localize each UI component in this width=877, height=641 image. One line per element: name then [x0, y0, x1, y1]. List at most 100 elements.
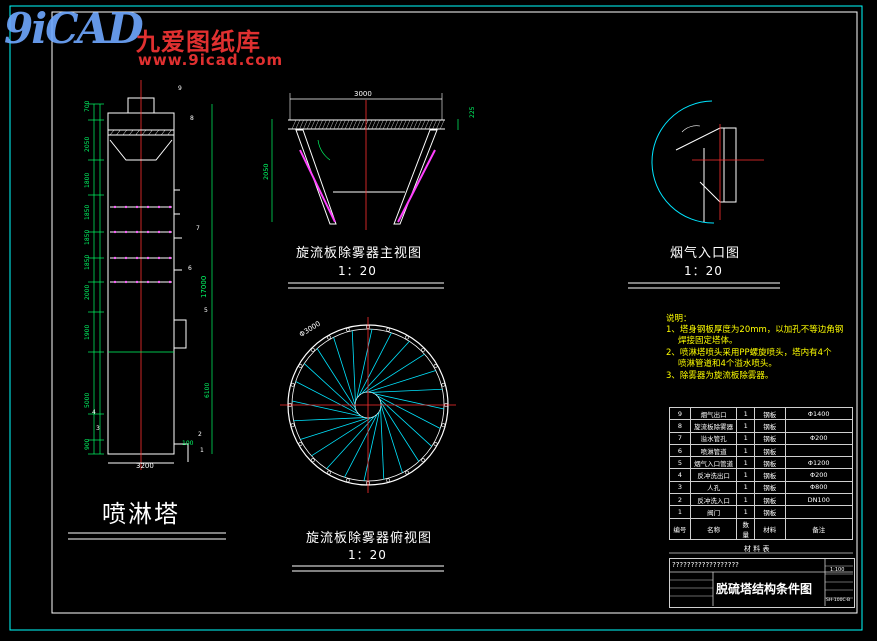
bom-cell-name: 烟气入口管道 — [689, 456, 738, 470]
hatch — [379, 119, 384, 130]
bom-cell-name: 溢水管孔 — [689, 431, 738, 445]
bom-cell-note: DN100 — [784, 493, 853, 507]
flue-arc — [651, 100, 715, 224]
hatch — [122, 129, 127, 136]
bom-cell-name: 阀门 — [689, 505, 738, 519]
swirl-vane — [326, 415, 375, 469]
swirl-vane — [344, 414, 378, 478]
bom-cell-note — [784, 505, 853, 519]
hatch — [352, 119, 357, 130]
hatch — [167, 129, 172, 136]
swirl-vane — [293, 417, 365, 422]
tower-right-dim: 100 — [182, 440, 194, 447]
flue-inlet-scale: 1：20 — [684, 264, 723, 278]
spray-nozzle — [146, 256, 150, 260]
tower-height-dim: 17000 — [200, 275, 208, 298]
swirl-vane — [295, 381, 359, 415]
hatch — [375, 119, 380, 130]
title-block — [669, 558, 855, 608]
swirl-vane — [374, 393, 444, 410]
flue-inlet-duct — [173, 319, 187, 349]
hatch — [356, 119, 361, 130]
vane-section — [299, 149, 336, 223]
spray-nozzle — [124, 256, 128, 260]
hatch — [360, 119, 365, 130]
bolt-hole — [386, 478, 391, 483]
flue-angle-arc — [681, 125, 701, 133]
hatch — [161, 129, 166, 136]
hatch — [337, 119, 342, 130]
spray-nozzle — [146, 280, 150, 284]
hatch — [326, 119, 331, 130]
hatch — [371, 119, 376, 130]
tower-chain-dim: 900 — [84, 438, 91, 450]
spray-nozzle — [113, 230, 117, 234]
demister-top-scale: 1：20 — [348, 548, 387, 562]
hatch — [318, 119, 323, 130]
spray-nozzle — [113, 280, 117, 284]
demister-side-left — [295, 129, 337, 225]
spray-nozzle — [168, 256, 172, 260]
bolt-hole — [433, 364, 438, 368]
spray-nozzle — [124, 205, 128, 209]
hatch — [129, 129, 134, 136]
demister-side-right — [393, 129, 438, 225]
bom-cell-mat: 钢板 — [754, 456, 786, 470]
spray-nozzle — [124, 280, 128, 284]
spray-nozzle — [157, 230, 161, 234]
bom-cell-note — [784, 443, 853, 458]
bom-cell-no: 6 — [669, 443, 691, 458]
tower-chain-dim: 1900 — [84, 324, 91, 340]
bom-cell-qty: 1 — [736, 493, 756, 507]
hatch — [432, 119, 437, 130]
bom-cell-mat: 钢板 — [754, 493, 786, 507]
bom-cell-note: Φ200 — [784, 468, 853, 482]
bom-cell-no: 4 — [669, 468, 691, 482]
flue-inlet-title: 烟气入口图 — [670, 246, 741, 261]
hatch — [299, 119, 304, 130]
tower-title: 喷淋塔 — [102, 500, 180, 528]
demister-height-dim: 2050 — [262, 163, 270, 180]
spray-nozzle — [146, 205, 150, 209]
spray-nozzle — [168, 205, 172, 209]
swirl-vane — [367, 370, 436, 393]
note-line-1: 1、塔身钢板厚度为20mm，以加孔不等边角钢 — [666, 325, 844, 335]
tower-chain-dim: 1850 — [84, 229, 91, 245]
tower-chain-dim: 2050 — [84, 136, 91, 152]
swirl-vane — [316, 348, 356, 409]
title-block-scale: 1:100 — [830, 567, 845, 573]
hatch — [345, 119, 350, 130]
part-label: 8 — [190, 115, 194, 122]
bolt-hole — [345, 478, 350, 483]
hatch — [295, 119, 300, 130]
tower-chain-dim: 5000 — [84, 392, 91, 408]
bom-cell-mat: 钢板 — [754, 505, 786, 519]
hatch — [436, 119, 441, 130]
hatch — [314, 119, 319, 130]
hatch — [440, 119, 445, 130]
bolt-hole — [405, 335, 409, 340]
spray-nozzle — [135, 280, 139, 284]
bom-cell-mat: 钢板 — [754, 406, 786, 421]
drawing-name: 脱硫塔结构条件图 — [716, 582, 813, 596]
note-line-5: 3、除雾器为旋流板除雾器。 — [666, 371, 774, 381]
spray-nozzle — [157, 256, 161, 260]
spray-nozzle — [135, 256, 139, 260]
hatch — [307, 119, 312, 130]
bom-cell-name: 喷淋管道 — [689, 443, 738, 458]
title-block-code: SH-100C-B — [826, 598, 851, 603]
bolt-hole — [298, 442, 303, 446]
note-line-4: 喷淋管道和4个溢水喷头。 — [678, 359, 777, 369]
swirl-vane — [358, 332, 392, 396]
swirl-vane — [304, 363, 358, 412]
logo-brand-mark: 9iCAD — [4, 4, 144, 53]
bom-cell-name: 反冲洗入口 — [689, 493, 738, 507]
hatch — [141, 129, 147, 136]
hatch — [390, 119, 395, 130]
bom-cell-qty: 1 — [736, 480, 756, 495]
outlet-pipe — [174, 443, 189, 462]
